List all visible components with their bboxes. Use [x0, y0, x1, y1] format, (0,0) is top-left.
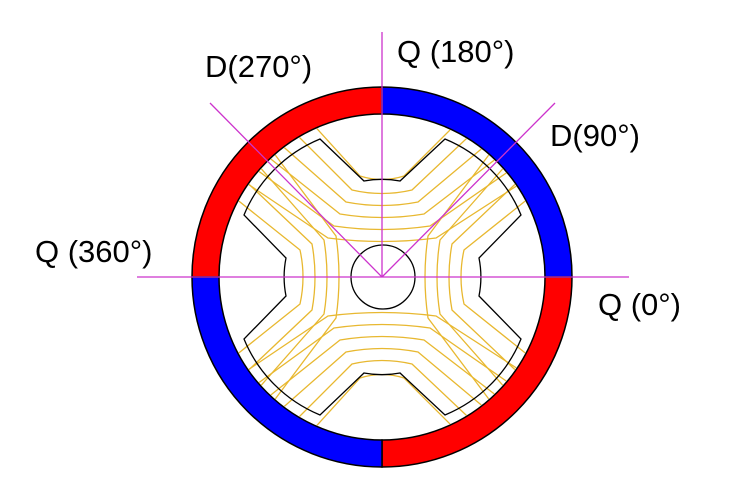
label-q-0: Q (0°) — [598, 287, 681, 322]
stator-ring — [191, 86, 573, 468]
label-d-90: D(90°) — [550, 118, 640, 153]
stator-segment-bottom-right-red — [381, 276, 573, 468]
axis-lines — [137, 32, 629, 278]
stator-segment-bottom-left-blue — [191, 276, 383, 468]
label-q-180: Q (180°) — [397, 34, 515, 69]
rotor-outline — [243, 138, 522, 416]
label-q-360: Q (360°) — [35, 234, 153, 269]
d-axis-270 — [209, 102, 383, 278]
d-axis-90 — [381, 102, 556, 278]
label-d-270: D(270°) — [205, 49, 312, 84]
